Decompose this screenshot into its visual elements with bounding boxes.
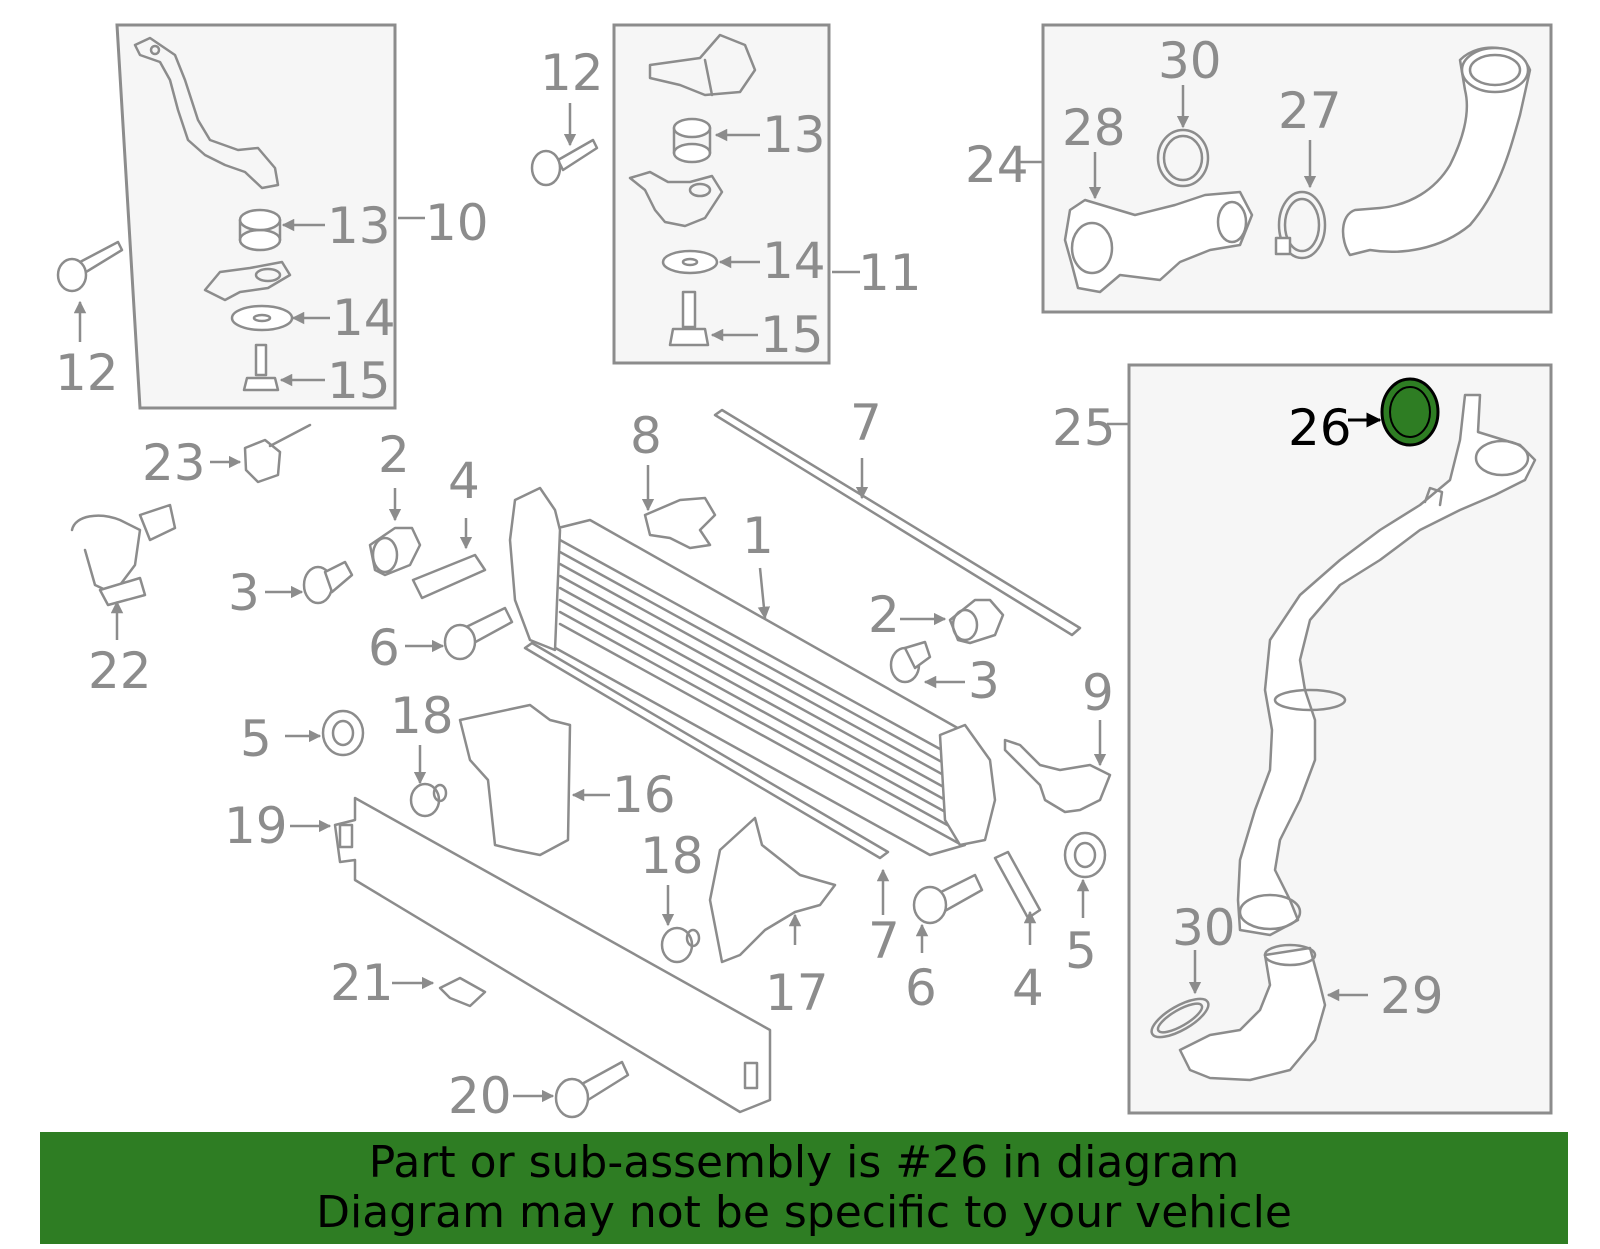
stud-4-left-icon (411, 553, 487, 600)
callout-14-box11: 14 (762, 232, 826, 290)
pin-3-left-icon (302, 560, 354, 605)
o-ring-30-bottom-icon (1150, 997, 1210, 1039)
washer-14-icon (230, 304, 294, 332)
bolt-12-top-icon (530, 138, 599, 187)
clamp-27-icon (1274, 190, 1327, 260)
connector-23-icon (243, 423, 312, 484)
pipe-28-icon (1063, 190, 1254, 294)
callout-18-right: 18 (640, 827, 704, 885)
sensor-22-icon (70, 503, 177, 607)
callout-30-top: 30 (1158, 32, 1222, 90)
callout-6-right: 6 (905, 959, 937, 1017)
callout-26: 26 (1288, 399, 1352, 457)
seal-strip-7-upper-icon (713, 408, 1082, 637)
bolt-6-right-icon (912, 873, 984, 925)
seal-strip-7-lower-icon (523, 641, 890, 860)
info-banner: Part or sub-assembly is #26 in diagram D… (40, 1132, 1568, 1244)
banner-line-1: Part or sub-assembly is #26 in diagram (368, 1137, 1240, 1188)
callout-18-left: 18 (390, 687, 454, 745)
seal-26-highlighted-icon (1380, 377, 1440, 447)
callout-15-box10: 15 (327, 352, 391, 410)
callout-12-left: 12 (55, 344, 119, 402)
bolt-15b-icon (668, 290, 710, 347)
nut-5-right-icon (1063, 831, 1107, 879)
callout-5-right: 5 (1065, 922, 1097, 980)
callout-16: 16 (612, 766, 676, 824)
deflector-19-icon (333, 796, 772, 1114)
washer-14b-icon (661, 249, 719, 275)
o-ring-30-top-icon (1156, 128, 1210, 188)
callout-15-box11: 15 (760, 306, 824, 364)
callout-28: 28 (1062, 99, 1126, 157)
callout-19: 19 (224, 797, 288, 855)
bolt-15-icon (242, 343, 280, 392)
callout-29: 29 (1380, 967, 1444, 1025)
bolt-20-icon (554, 1060, 630, 1119)
insulator-2-left-icon (368, 526, 422, 577)
callout-27: 27 (1278, 82, 1342, 140)
intake-pipe-25-icon (1236, 393, 1537, 937)
bracket-9-icon (1003, 738, 1112, 814)
callout-11: 11 (858, 244, 922, 302)
bolt-6-left-icon (443, 606, 514, 661)
bracket-clip-icon (203, 260, 292, 302)
callout-17: 17 (765, 964, 829, 1022)
stud-4-right-icon (993, 850, 1042, 920)
air-guide-17-icon (708, 816, 837, 964)
bolt-12-left-icon (56, 240, 124, 293)
callout-22: 22 (88, 642, 152, 700)
outlet-pipe-29-icon (1178, 943, 1327, 1082)
clip-18-left-icon (409, 782, 448, 818)
callout-21: 21 (330, 954, 394, 1012)
callout-2-left: 2 (378, 426, 410, 484)
callout-30-bottom: 30 (1172, 899, 1236, 957)
bracket-8-icon (643, 496, 717, 550)
callout-24: 24 (965, 136, 1029, 194)
callout-25: 25 (1052, 399, 1116, 457)
callout-14-box10: 14 (332, 289, 396, 347)
callout-13-box11: 13 (762, 106, 826, 164)
hose-24-icon (1341, 46, 1532, 257)
mount-insulator-13-icon (238, 208, 282, 252)
callout-20: 20 (448, 1067, 512, 1125)
bracket-11b-icon (628, 170, 724, 228)
callout-5-left: 5 (240, 710, 272, 768)
insulator-2-right-icon (948, 598, 1005, 645)
callout-1: 1 (742, 507, 774, 565)
callout-7-top: 7 (850, 394, 882, 452)
callout-4-right: 4 (1012, 959, 1044, 1017)
callout-12-top: 12 (540, 44, 604, 102)
leader-lines (73, 85, 1382, 1103)
callout-6-left: 6 (368, 619, 400, 677)
callout-3-right: 3 (968, 652, 1000, 710)
callout-2-right: 2 (868, 586, 900, 644)
bracket-10-icon (133, 36, 280, 190)
clip-18-right-icon (660, 926, 701, 964)
callout-3-left: 3 (228, 564, 260, 622)
callout-8: 8 (630, 407, 662, 465)
callout-9: 9 (1082, 664, 1114, 722)
callout-13-box10: 13 (327, 197, 391, 255)
callout-labels: 1 2 2 3 3 4 4 5 5 6 6 7 7 8 9 10 11 12 1… (55, 32, 1444, 1125)
pin-3-right-icon (889, 640, 932, 684)
callout-7-bottom: 7 (868, 912, 900, 970)
callout-10: 10 (425, 194, 489, 252)
air-guide-16-icon (458, 703, 572, 857)
banner-line-2: Diagram may not be specific to your vehi… (316, 1187, 1292, 1238)
callout-23: 23 (142, 434, 206, 492)
nut-5-left-icon (321, 709, 365, 757)
intercooler-1-icon (508, 486, 997, 857)
clip-21-icon (438, 976, 487, 1008)
mount-insulator-13b-icon (672, 117, 712, 164)
bracket-11-icon (648, 33, 757, 97)
callout-4-left: 4 (448, 452, 480, 510)
